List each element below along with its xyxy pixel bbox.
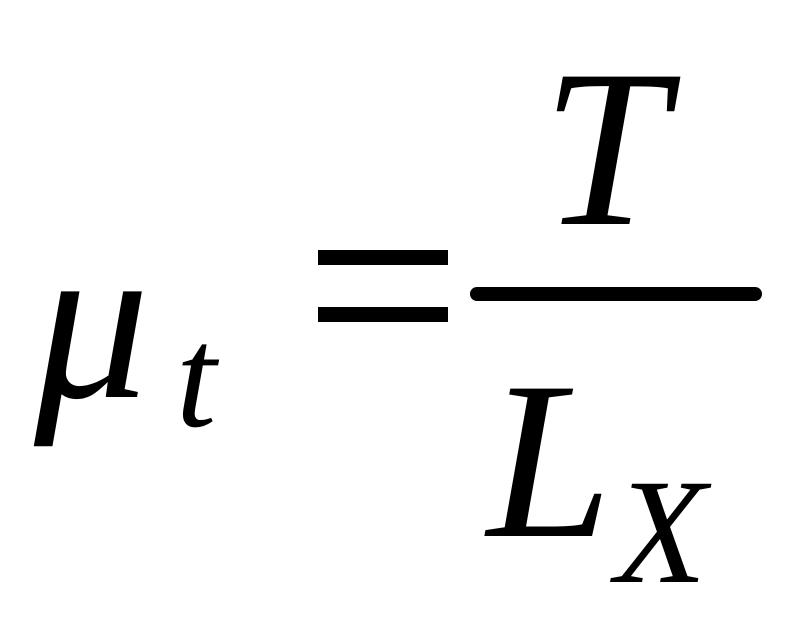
numerator: T bbox=[542, 23, 668, 273]
lhs-symbol: μ bbox=[34, 192, 150, 447]
lhs-subscript: t bbox=[176, 298, 217, 458]
equals-sign: = bbox=[318, 250, 448, 322]
denominator: L bbox=[487, 335, 613, 585]
denominator-subscript: X bbox=[615, 449, 707, 615]
equals-bar-bottom bbox=[318, 307, 448, 322]
equals-bar-top bbox=[318, 250, 448, 265]
fraction-line bbox=[470, 287, 762, 301]
